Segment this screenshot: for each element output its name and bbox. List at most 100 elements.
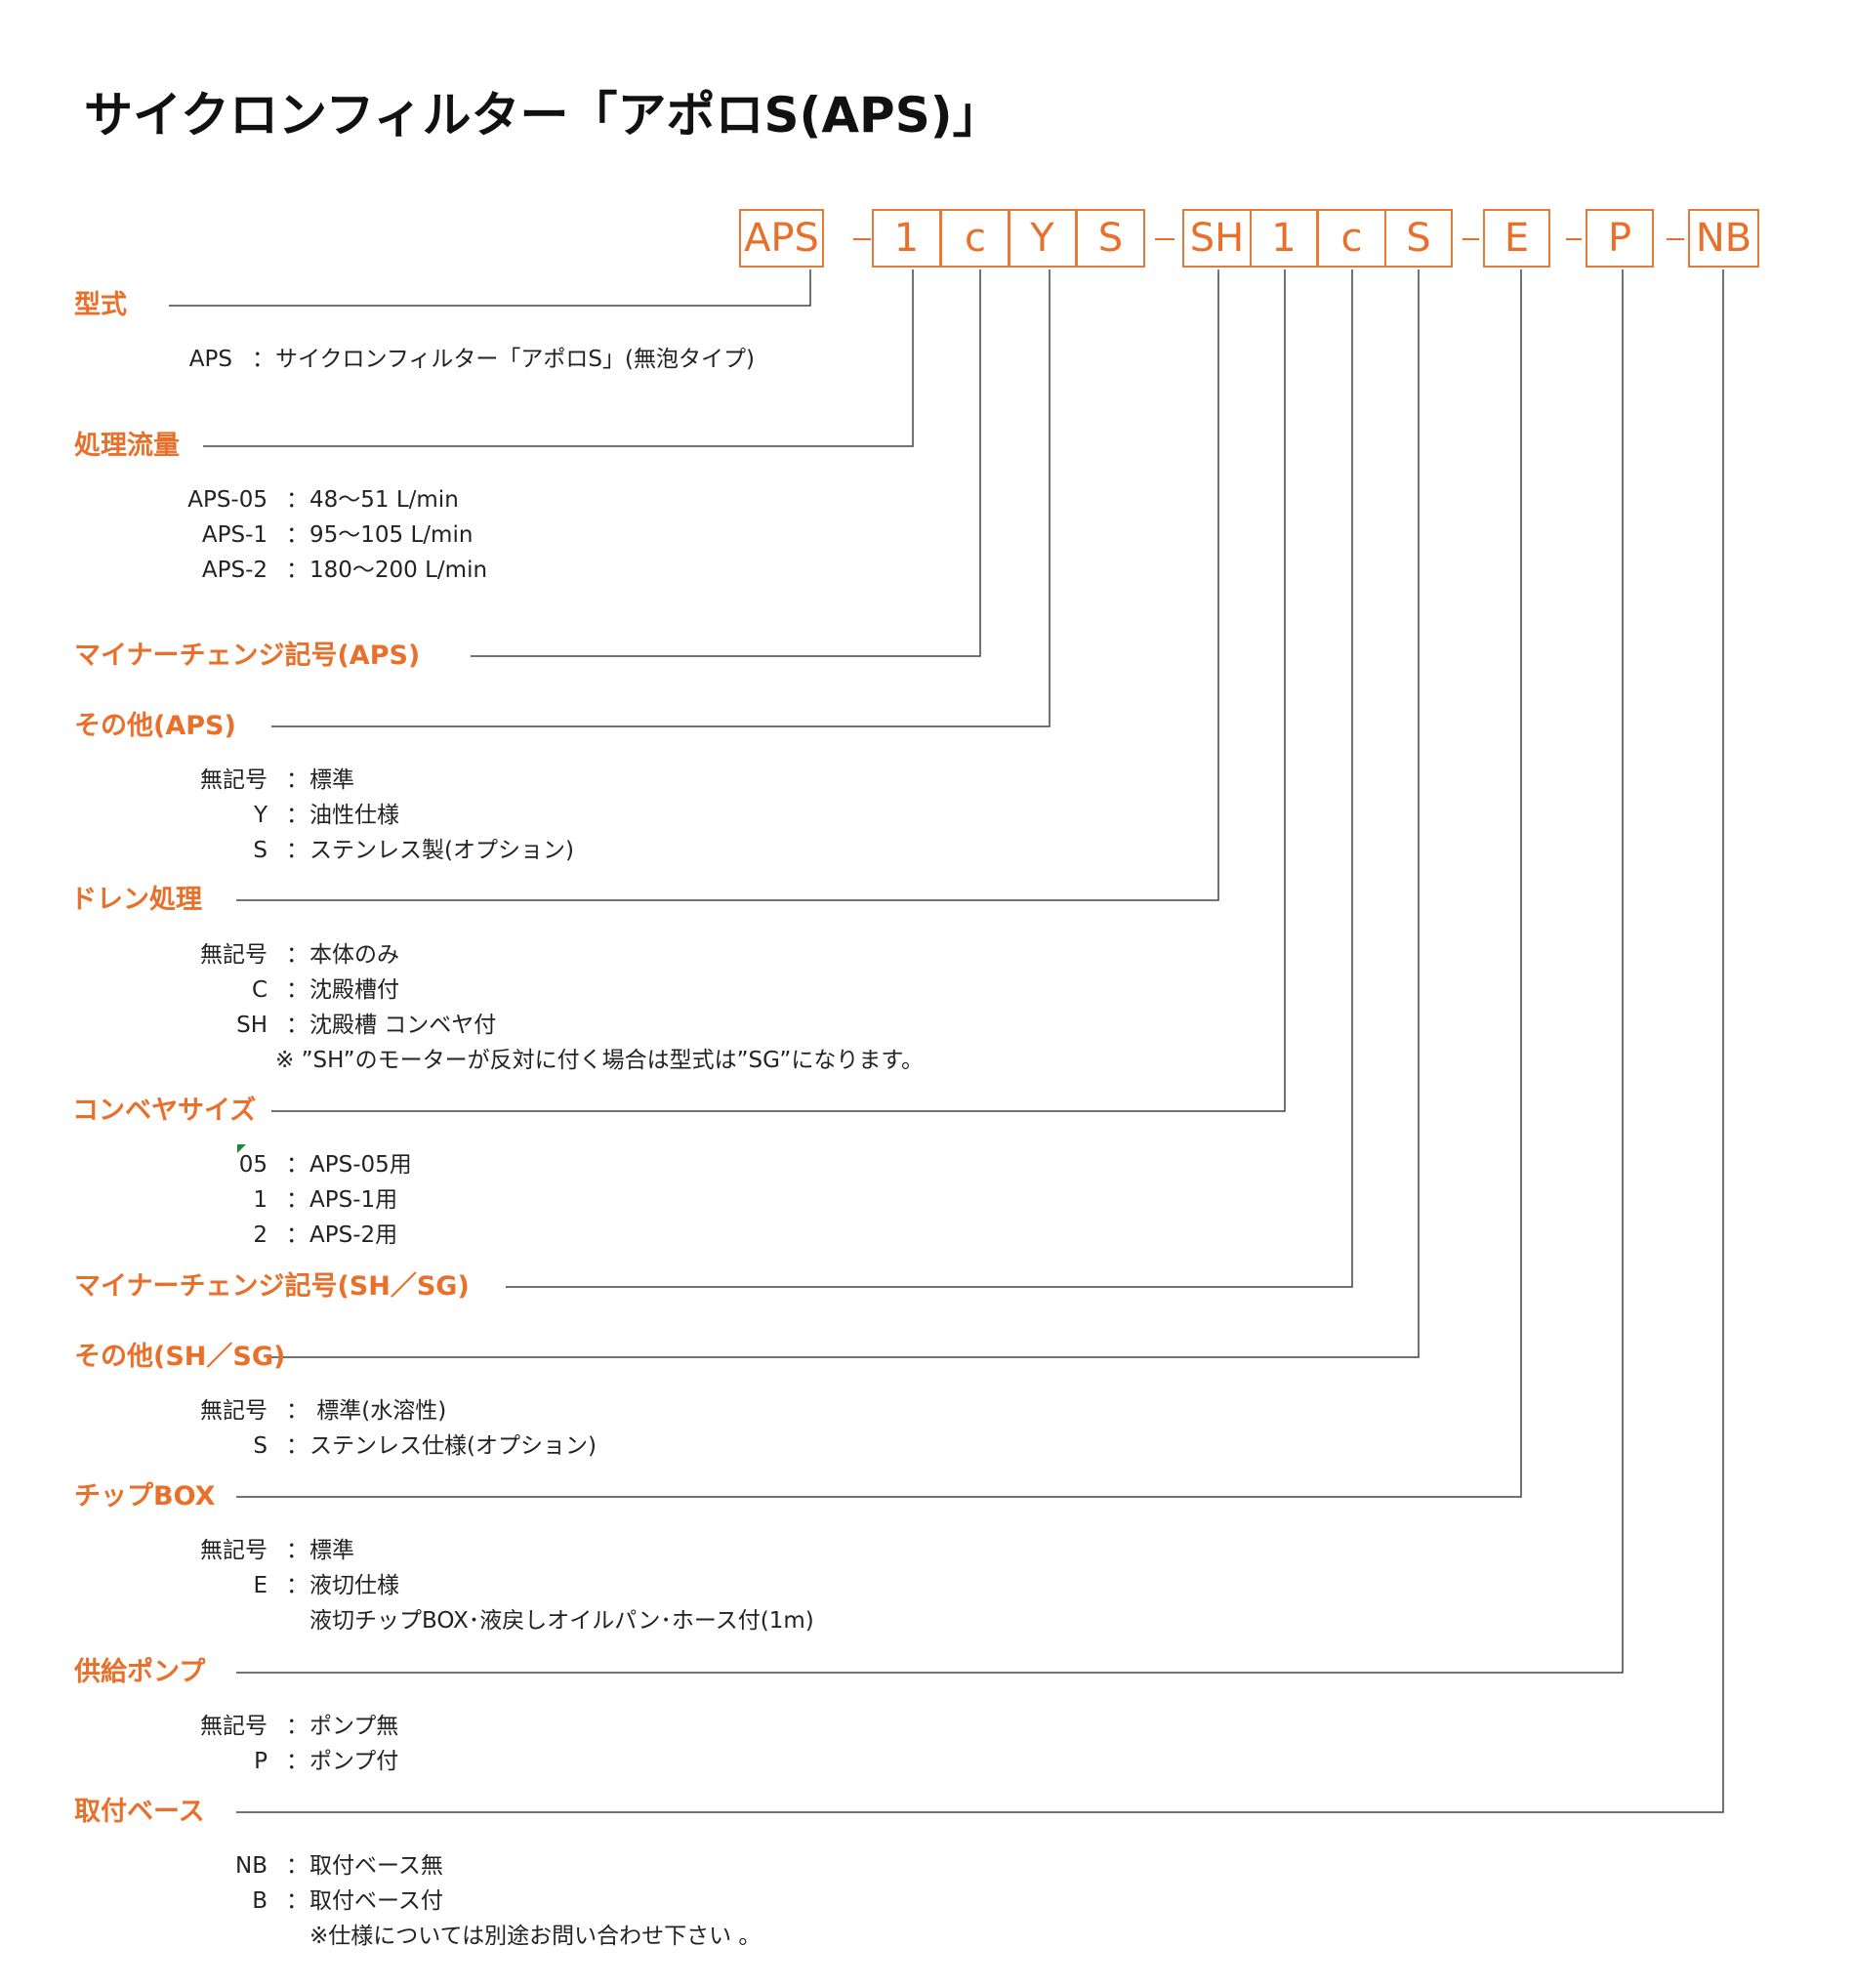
section-heading: その他(APS) — [74, 711, 236, 741]
spec-key: B — [252, 1888, 268, 1914]
spec-colon: ： — [286, 1152, 309, 1178]
spec-value: 沈殿槽付 — [309, 977, 399, 1003]
spec-row: 無記号 ：本体のみ — [0, 937, 1854, 973]
spec-key: 1 — [253, 1187, 268, 1213]
spec-value: ステンレス仕様(オプション) — [309, 1433, 597, 1459]
leader-line-10 — [236, 269, 1624, 1674]
spec-colon: ： — [286, 558, 309, 583]
spec-key: 無記号 — [200, 1398, 268, 1424]
spec-row: E ：液切仕様 — [0, 1568, 1854, 1603]
leader-line-6 — [271, 269, 1286, 1112]
spec-row: Y：油性仕様 — [0, 798, 1854, 833]
code-segment-1: APS — [739, 209, 824, 268]
spec-key: APS-1 — [201, 522, 268, 548]
spec-colon: ： — [286, 1398, 309, 1424]
spec-key: S — [253, 838, 268, 863]
spec-row: 05：APS-05用 — [0, 1147, 1854, 1182]
spec-key: APS — [188, 347, 232, 372]
spec-row: 無記号 ： 標準(水溶性) — [0, 1393, 1854, 1429]
code-separator — [1566, 238, 1582, 240]
spec-value: 標準(水溶性) — [309, 1398, 447, 1424]
spec-row: 無記号：ポンプ無 — [0, 1709, 1854, 1744]
spec-key: 無記号 — [200, 767, 268, 793]
spec-row: B ：取付ベース付 — [0, 1884, 1854, 1919]
spec-key: P — [254, 1749, 268, 1774]
spec-key: 05 — [238, 1152, 268, 1178]
code-segment-4: Y — [1008, 209, 1077, 268]
page-title: サイクロンフィルター「アポロS(APS)」 — [84, 87, 1002, 144]
leader-line-3 — [471, 269, 981, 657]
spec-colon: ： — [286, 1222, 309, 1248]
leader-line-9 — [236, 269, 1522, 1498]
spec-value: 標準 — [309, 767, 354, 793]
leader-line-7 — [506, 269, 1353, 1288]
spec-row: APS-05 ：48～51 L/min — [0, 482, 1854, 518]
section-note: ※ ”SH”のモーターが反対に付く場合は型式は”SG”になります。 — [275, 1048, 925, 1073]
code-segment-6: SH — [1182, 209, 1252, 268]
spec-colon: ： — [286, 767, 309, 793]
spec-key: Y — [253, 803, 268, 828]
spec-colon: ： — [286, 1433, 309, 1459]
spec-colon: ： — [286, 803, 309, 828]
spec-value: サイクロンフィルター「アポロS」(無泡タイプ) — [275, 347, 755, 372]
spec-key: 無記号 — [200, 1538, 268, 1563]
code-segment-3: c — [940, 209, 1010, 268]
spec-row: 無記号 ：標準 — [0, 763, 1854, 798]
spec-colon: ： — [286, 1538, 309, 1563]
spec-key: APS-2 — [201, 558, 268, 583]
spec-value: 液切チップBOX･液戻しオイルパン･ホース付(1m) — [309, 1608, 814, 1634]
cell-comment-mark — [237, 1144, 246, 1153]
code-segment-10: E — [1483, 209, 1550, 268]
spec-value: 液切仕様 — [309, 1573, 399, 1598]
spec-colon: ： — [286, 942, 309, 968]
spec-row: P：ポンプ付 — [0, 1744, 1854, 1779]
spec-key: 無記号 — [200, 942, 268, 968]
spec-colon: ： — [286, 977, 309, 1003]
spec-value: ステンレス製(オプション) — [309, 838, 574, 863]
spec-colon: ： — [286, 1888, 309, 1914]
spec-colon: ： — [286, 1187, 309, 1213]
spec-key: E — [253, 1573, 268, 1598]
leader-line-5 — [236, 269, 1219, 901]
section-heading: ドレン処理 — [70, 885, 202, 915]
spec-row: 1：APS-1用 — [0, 1182, 1854, 1218]
spec-key: APS-05 — [187, 487, 268, 513]
spec-row: S：ステンレス仕様(オプション) — [0, 1429, 1854, 1464]
spec-colon: ： — [286, 487, 309, 513]
leader-line-11 — [236, 269, 1724, 1813]
spec-key: 無記号 — [200, 1714, 268, 1739]
leader-line-2 — [203, 269, 914, 447]
spec-row: NB：取付ベース無 — [0, 1848, 1854, 1884]
code-segment-12: NB — [1688, 209, 1759, 268]
spec-key: NB — [235, 1853, 268, 1879]
spec-row: 無記号 ：標準 — [0, 1533, 1854, 1568]
section-heading: 型式 — [74, 290, 127, 320]
section-heading: マイナーチェンジ記号(APS) — [74, 641, 421, 671]
leader-line-1 — [169, 269, 811, 307]
spec-value: 本体のみ — [309, 942, 399, 968]
spec-key: SH — [236, 1013, 268, 1038]
code-segment-5: S — [1076, 209, 1145, 268]
leader-line-8 — [271, 269, 1420, 1358]
code-separator — [1155, 238, 1174, 240]
spec-value: 取付ベース付 — [309, 1888, 443, 1914]
spec-colon: ： — [252, 347, 274, 372]
section-heading: チップBOX — [74, 1481, 216, 1512]
spec-row: APS-1 ：95～105 L/min — [0, 518, 1854, 553]
spec-colon: ： — [286, 522, 309, 548]
section-heading: マイナーチェンジ記号(SH／SG) — [74, 1271, 470, 1302]
spec-row: 2：APS-2用 — [0, 1218, 1854, 1253]
spec-value: 48～51 L/min — [309, 487, 459, 513]
spec-value: 180～200 L/min — [309, 558, 488, 583]
spec-row: S ：ステンレス製(オプション) — [0, 833, 1854, 868]
spec-value: 95～105 L/min — [309, 522, 474, 548]
code-separator — [1463, 238, 1479, 240]
spec-value: 沈殿槽 コンベヤ付 — [309, 1013, 497, 1038]
spec-colon: ： — [286, 1573, 309, 1598]
code-segment-9: S — [1384, 209, 1453, 268]
spec-colon: ： — [286, 838, 309, 863]
section-heading: 処理流量 — [74, 431, 180, 461]
spec-value: 標準 — [309, 1538, 354, 1563]
spec-value: APS-2用 — [309, 1222, 398, 1248]
